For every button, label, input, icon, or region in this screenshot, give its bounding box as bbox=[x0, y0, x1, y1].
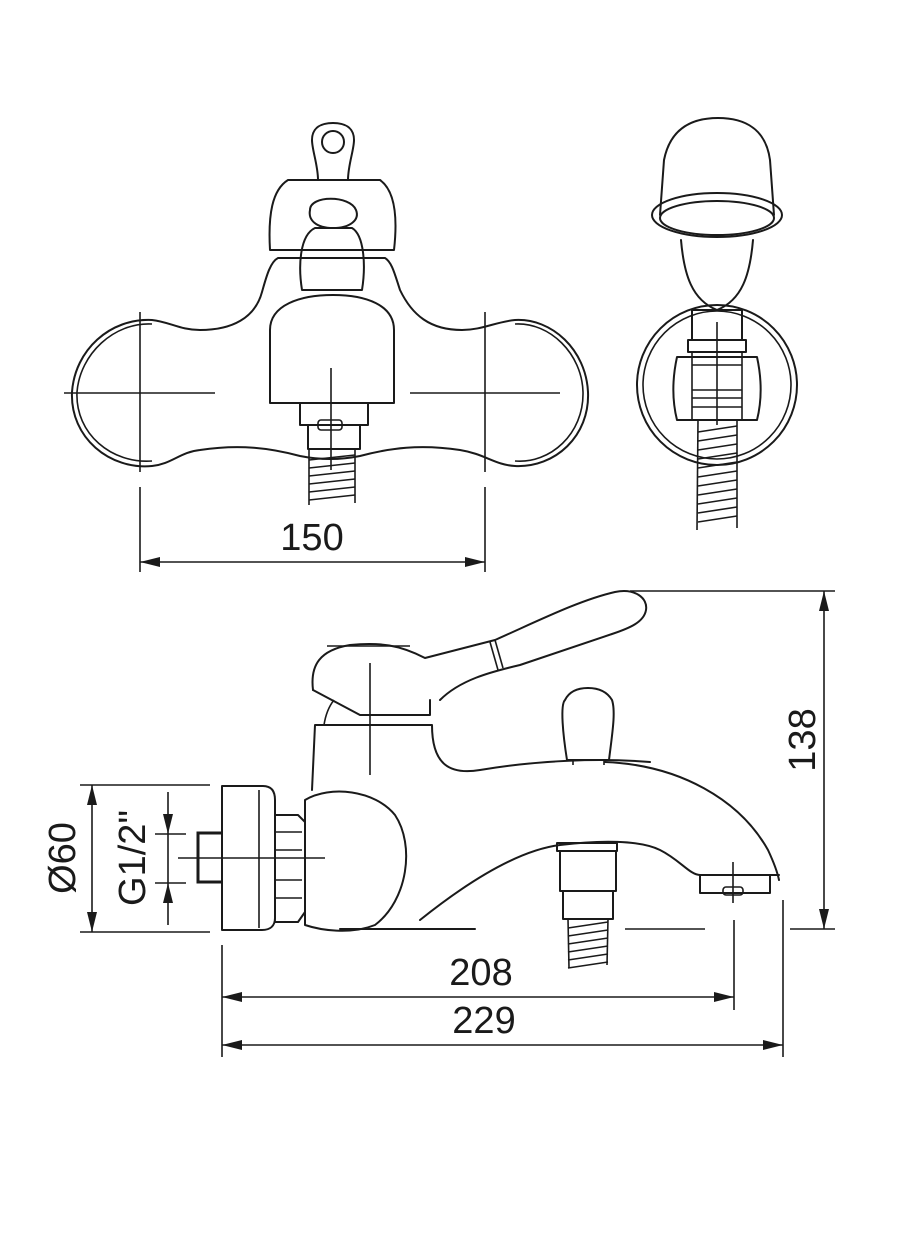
dimension-label-208: 208 bbox=[449, 952, 512, 994]
dimension-label-138: 138 bbox=[782, 708, 824, 771]
dimension-label-diameter-60: Ø60 bbox=[42, 822, 84, 894]
hose-coil-front bbox=[308, 450, 356, 505]
dimension-label-150: 150 bbox=[280, 517, 343, 559]
dimension-208: 208 bbox=[221, 920, 735, 1057]
hose-coil-holder bbox=[696, 419, 738, 531]
dimension-label-thread: G1/2" bbox=[112, 810, 154, 906]
dimension-label-229: 229 bbox=[452, 1000, 515, 1042]
dimension-thread-g12: G1/2" bbox=[112, 792, 186, 925]
dimension-150: 150 bbox=[139, 487, 486, 572]
dimension-229: 229 bbox=[222, 900, 784, 1057]
dimension-138: 138 bbox=[630, 590, 835, 930]
handshower-holder-view bbox=[636, 117, 798, 531]
dimension-diameter-60: Ø60 bbox=[42, 784, 210, 933]
side-view: Ø60 G1/2" 138 208 bbox=[42, 590, 835, 1057]
front-view: 150 bbox=[64, 122, 590, 572]
hose-coil-side bbox=[567, 918, 609, 969]
